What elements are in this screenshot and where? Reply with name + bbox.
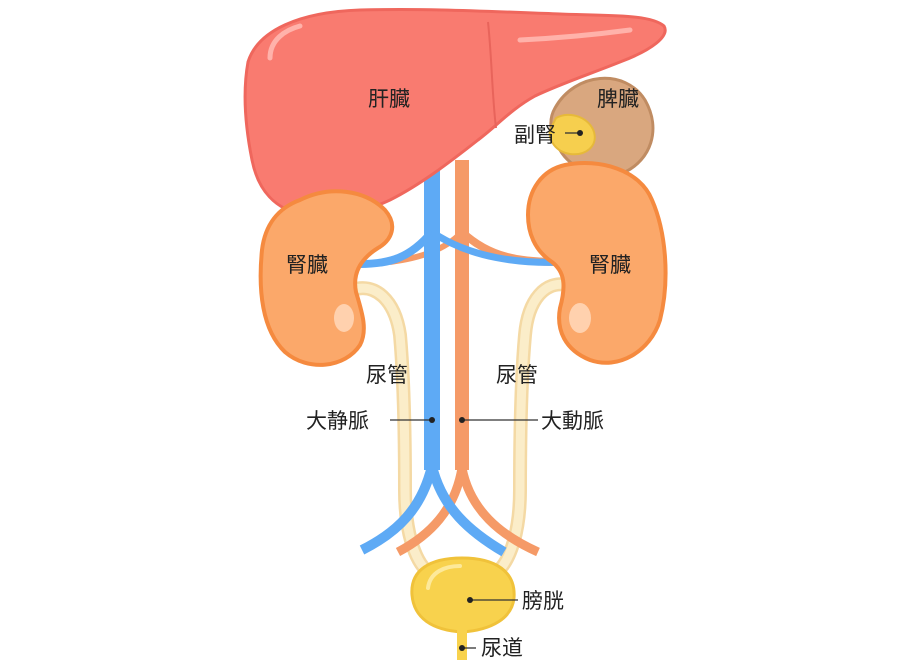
- label-ureter-right: 尿管: [496, 363, 538, 387]
- bladder: [410, 556, 516, 634]
- label-kidney-right: 腎臓: [589, 253, 631, 277]
- kidney-left: [258, 189, 395, 367]
- label-bladder: 膀胱: [522, 589, 564, 613]
- label-adrenal: 副腎: [514, 123, 556, 147]
- leader-lines: [390, 130, 583, 651]
- label-vena-cava: 大静脈: [306, 409, 369, 433]
- label-liver: 肝臓: [368, 87, 410, 111]
- label-spleen: 脾臓: [597, 87, 639, 111]
- label-urethra: 尿道: [481, 636, 523, 660]
- label-kidney-left: 腎臓: [286, 253, 328, 277]
- label-ureter-left: 尿管: [366, 363, 408, 387]
- vena-cava: [359, 150, 566, 557]
- kidney-right: [525, 161, 668, 365]
- adrenal-gland: [548, 113, 596, 156]
- label-aorta: 大動脈: [541, 409, 604, 433]
